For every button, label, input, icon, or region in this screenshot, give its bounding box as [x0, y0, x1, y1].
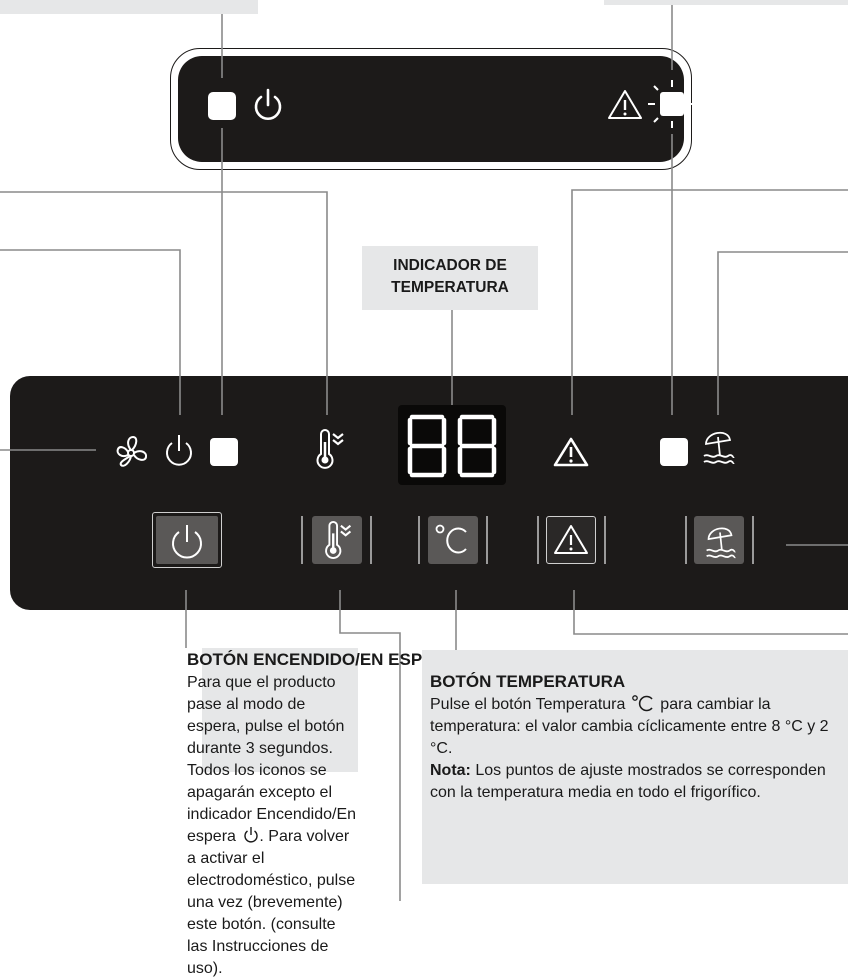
temperature-button-text: Pulse el botón Temperatura para cambiar … — [430, 695, 829, 757]
alarm-led — [660, 438, 688, 466]
temperature-mode-button[interactable] — [312, 516, 362, 564]
power-button-text: Para que el producto pase al modo de esp… — [187, 674, 357, 977]
power-button-description: BOTÓN ENCENDIDO/EN ESPERA Para que el pr… — [187, 650, 459, 980]
beach-umbrella-icon — [706, 527, 736, 559]
button-separator — [685, 516, 687, 564]
alarm-led-blinking — [648, 80, 696, 128]
seven-segment-digits — [407, 414, 497, 478]
top-display-screen — [178, 56, 684, 162]
standby-led — [210, 438, 238, 466]
temperature-button-description: BOTÓN TEMPERATURA Pulse el botón Tempera… — [430, 672, 840, 804]
temperature-button-callout — [422, 650, 848, 884]
alarm-button[interactable] — [546, 516, 596, 564]
power-led — [208, 92, 236, 120]
button-separator — [301, 516, 303, 564]
button-separator — [752, 516, 754, 564]
thermometer-icon — [325, 520, 352, 559]
top-right-callout — [604, 0, 848, 5]
celsius-icon — [435, 524, 467, 554]
power-icon — [254, 88, 282, 120]
warning-icon — [553, 437, 589, 467]
fan-icon — [116, 435, 148, 467]
warning-icon — [554, 525, 588, 554]
temperature-button-note: Nota: Los puntos de ajuste mostrados se … — [430, 762, 826, 801]
power-standby-button[interactable] — [152, 512, 222, 568]
button-separator — [604, 516, 606, 564]
power-icon — [172, 525, 202, 559]
button-separator — [486, 516, 488, 564]
power-icon — [166, 435, 192, 466]
top-display-panel — [170, 48, 692, 170]
power-icon — [244, 827, 259, 843]
temperature-indicator-label: INDICADOR DE TEMPERATURA — [362, 246, 538, 310]
button-separator — [418, 516, 420, 564]
celsius-icon — [631, 695, 653, 712]
top-left-callout — [0, 0, 258, 14]
button-separator — [537, 516, 539, 564]
warning-icon — [608, 90, 642, 119]
thermometer-icon — [316, 429, 344, 469]
temperature-button-heading: BOTÓN TEMPERATURA — [430, 672, 626, 691]
button-separator — [370, 516, 372, 564]
power-button-heading: BOTÓN ENCENDIDO/EN ESPERA — [187, 650, 459, 669]
beach-umbrella-icon — [703, 431, 735, 465]
temperature-button[interactable] — [428, 516, 478, 564]
holiday-button[interactable] — [694, 516, 744, 564]
power-button-callout-body — [202, 648, 358, 772]
